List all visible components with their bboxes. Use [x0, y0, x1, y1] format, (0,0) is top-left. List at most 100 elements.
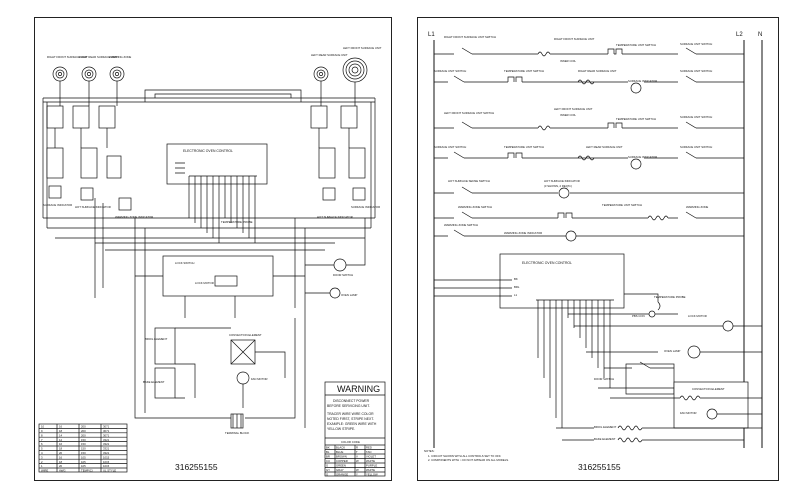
svg-text:1: 1	[41, 464, 43, 468]
label-left-control: ELECTRONIC OVEN CONTROL	[183, 149, 233, 153]
svg-text:YELLOW: YELLOW	[366, 473, 378, 477]
svg-text:1015: 1015	[103, 455, 110, 459]
svg-text:20: 20	[59, 451, 63, 455]
svg-text:WIRE: WIRE	[41, 468, 48, 472]
svg-text:O: O	[326, 473, 329, 477]
rung-2: SURFACE UNIT SWITCH TEMPERATURE UNIT SWI…	[434, 69, 744, 94]
label-door-switch: DOOR SWITCH	[333, 273, 353, 277]
burner-warming-zone	[109, 66, 125, 82]
svg-text:ORANGE: ORANGE	[336, 473, 348, 477]
svg-text:105: 105	[81, 464, 86, 468]
label-temp-probe-r: TEMPERATURE PROBE	[654, 295, 686, 299]
svg-text:BK: BK	[514, 277, 518, 281]
lock-motor: LOCK MOTOR	[574, 314, 762, 332]
svg-text:18: 18	[59, 429, 63, 433]
svg-text:TEMP(C): TEMP(C)	[81, 468, 93, 472]
notes-title: NOTES:	[424, 449, 435, 453]
svg-text:INNER COIL: INNER COIL	[560, 113, 576, 117]
svg-text:LEFT FRONT SURFACE UNIT SWITCH: LEFT FRONT SURFACE UNIT SWITCH	[444, 111, 494, 115]
switch-lower-4	[318, 147, 336, 179]
oven-lamp-symbol	[329, 287, 341, 299]
label-l1: L1	[428, 32, 435, 38]
left-part-number: 316255155	[175, 462, 218, 472]
svg-text:1015: 1015	[103, 460, 110, 464]
svg-text:SURFACE INDICATOR: SURFACE INDICATOR	[628, 79, 657, 83]
svg-text:GY: GY	[326, 468, 330, 472]
svg-text:L1: L1	[514, 293, 518, 297]
svg-text:FAN MOTOR: FAN MOTOR	[680, 411, 697, 415]
svg-text:HOT SURFACE SENSE SWITCH: HOT SURFACE SENSE SWITCH	[448, 179, 490, 183]
svg-text:DOOR SWITCH: DOOR SWITCH	[594, 377, 614, 381]
svg-text:G: G	[326, 464, 328, 468]
svg-text:BAKE ELEMENT: BAKE ELEMENT	[594, 437, 616, 441]
svg-text:RIGHT FRONT SURFACE UNIT: RIGHT FRONT SURFACE UNIT	[554, 37, 595, 41]
label-rr-unit: RIGHT REAR SURFACE UNIT	[79, 55, 118, 59]
door-switch: DOOR SWITCH	[594, 361, 675, 395]
svg-text:RIGHT FRONT SURFACE UNIT SWITC: RIGHT FRONT SURFACE UNIT SWITCH	[444, 35, 496, 39]
svg-text:YELLOW STRIPE.: YELLOW STRIPE.	[327, 427, 355, 431]
svg-text:18: 18	[59, 460, 63, 464]
rung-3: LEFT FRONT SURFACE UNIT SWITCH LEFT FRON…	[434, 107, 744, 131]
svg-text:SURFACE UNIT SWITCH: SURFACE UNIT SWITCH	[680, 69, 712, 73]
burner-right-rear	[81, 66, 97, 82]
switch-lf	[340, 105, 358, 129]
svg-text:TEMPERATURE UNIT SWITCH: TEMPERATURE UNIT SWITCH	[602, 203, 642, 207]
door-switch-symbol	[333, 258, 347, 272]
svg-text:WARMING ZONE SWITCH: WARMING ZONE SWITCH	[458, 205, 492, 209]
svg-text:BR: BR	[326, 455, 330, 459]
svg-text:7: 7	[41, 438, 43, 442]
svg-text:T: T	[356, 450, 358, 454]
rung-5: HOT SURFACE SENSE SWITCH HOT SURFACE IND…	[434, 179, 744, 199]
svg-text:(3 SHOWN, 2 REQ'D.): (3 SHOWN, 2 REQ'D.)	[544, 184, 572, 188]
svg-text:SURFACE UNIT SWITCH: SURFACE UNIT SWITCH	[680, 115, 712, 119]
svg-text:3071: 3071	[103, 429, 110, 433]
svg-text:W: W	[356, 468, 359, 472]
svg-text:TEMPERATURE UNIT SWITCH: TEMPERATURE UNIT SWITCH	[504, 145, 544, 149]
label-surface-indicator-r: SURFACE INDICATOR	[351, 205, 380, 209]
svg-text:EXAMPLE: GREEN WIRE WITH: EXAMPLE: GREEN WIRE WITH	[327, 422, 377, 426]
svg-text:RED: RED	[366, 446, 372, 450]
svg-text:RIGHT REAR SURFACE UNIT: RIGHT REAR SURFACE UNIT	[578, 69, 617, 73]
fan-motor-symbol	[236, 371, 250, 385]
svg-text:200: 200	[81, 433, 86, 437]
svg-text:3071: 3071	[103, 433, 110, 437]
svg-text:8: 8	[41, 433, 43, 437]
svg-text:COPPER: COPPER	[336, 459, 348, 463]
svg-text:WARMING ZONE: WARMING ZONE	[686, 205, 708, 209]
svg-text:W: W	[356, 459, 359, 463]
svg-text:HOT SURFACE INDICATOR: HOT SURFACE INDICATOR	[544, 179, 580, 183]
burner-left-rear	[313, 66, 329, 82]
switch-rr	[72, 105, 90, 129]
svg-text:OVEN LAMP: OVEN LAMP	[664, 349, 680, 353]
note-2: 2. COMPONENTS WITH ○ DO NOT APPEAR ON AL…	[428, 458, 509, 462]
burner-left-front	[342, 57, 368, 83]
convection-element: CONVECTION ELEMENT FAN MOTOR	[610, 381, 762, 429]
svg-text:BL: BL	[326, 450, 330, 454]
svg-text:3321: 3321	[103, 447, 110, 451]
svg-text:LEFT FRONT SURFACE UNIT: LEFT FRONT SURFACE UNIT	[554, 107, 593, 111]
pbs-con: PBS CON	[568, 310, 678, 318]
rung-6: WARMING ZONE SWITCH TEMPERATURE UNIT SWI…	[434, 203, 744, 221]
svg-text:GRAY: GRAY	[336, 468, 344, 472]
label-lf-unit: LEFT FRONT SURFACE UNIT	[343, 46, 382, 50]
svg-text:LOCK MOTOR: LOCK MOTOR	[688, 314, 707, 318]
label-fan-motor: FAN MOTOR	[251, 377, 268, 381]
switch-lower-3	[106, 155, 122, 179]
svg-text:UL STYLE: UL STYLE	[103, 468, 116, 472]
right-schematic-sheet: L1 L2 N RIGHT FRONT SURFACE UNIT SWITCH …	[417, 17, 779, 481]
switch-wz	[98, 105, 116, 129]
label-bake: BAKE ELEMENT	[143, 380, 165, 384]
svg-text:3321: 3321	[103, 442, 110, 446]
svg-text:PBS CON: PBS CON	[632, 314, 645, 318]
svg-text:BROIL ELEMENT: BROIL ELEMENT	[594, 425, 617, 429]
svg-text:BK: BK	[326, 446, 330, 450]
svg-text:3321: 3321	[103, 438, 110, 442]
switch-lr	[310, 105, 328, 129]
svg-text:150: 150	[81, 438, 86, 442]
svg-text:LEFT REAR SURFACE UNIT: LEFT REAR SURFACE UNIT	[586, 145, 623, 149]
label-right-control: ELECTRONIC OVEN CONTROL	[522, 261, 572, 265]
warning-box: WARNING DISCONNECT POWER BEFORE SERVICIN…	[324, 381, 386, 477]
svg-text:3321: 3321	[103, 451, 110, 455]
svg-text:16: 16	[59, 455, 63, 459]
